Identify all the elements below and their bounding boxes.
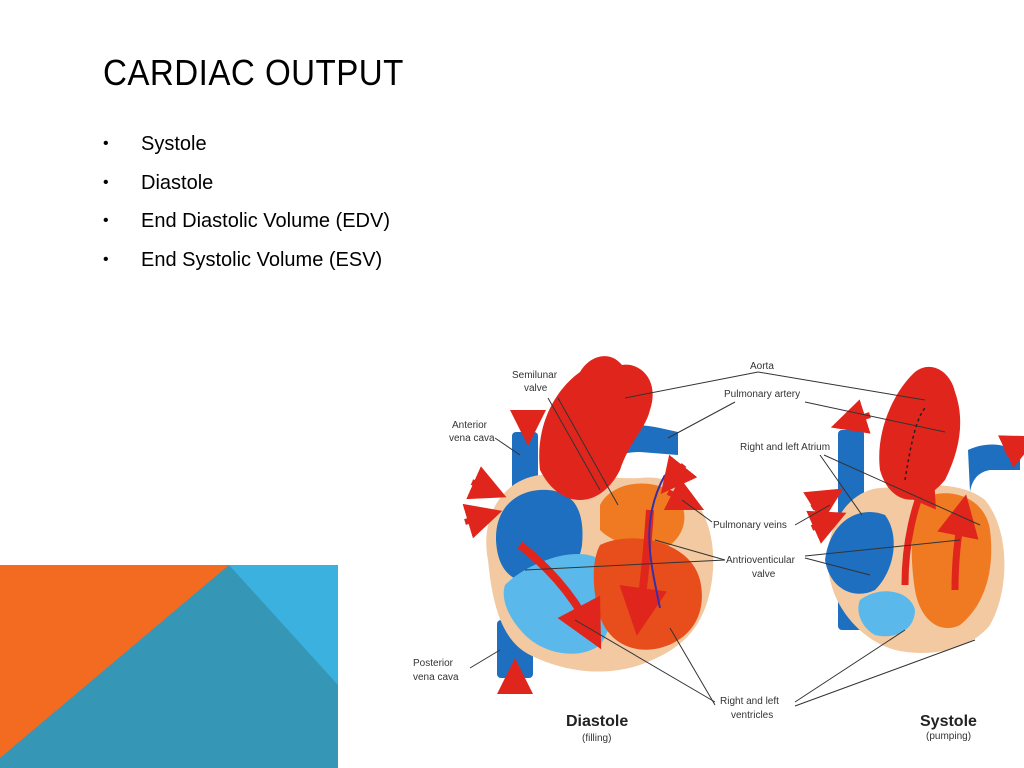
label-aorta: Aorta <box>750 361 774 372</box>
bullet-glyph: • <box>103 135 109 152</box>
left-atrium-chamber <box>600 483 685 550</box>
label-ventricles-2: ventricles <box>731 710 773 721</box>
flow-line-blue <box>648 474 666 609</box>
label-atrium: Right and left Atrium <box>740 442 830 453</box>
leader-pulmonary-left <box>667 401 736 439</box>
systole-arrow-out-1 <box>830 399 871 434</box>
label-pulmonary-artery: Pulmonary artery <box>724 389 800 400</box>
inflow-arrow-5 <box>660 454 698 495</box>
inflow-arrow-6 <box>663 477 705 511</box>
bullet-list: • Systole • Diastole • End Diastolic Volume… <box>103 128 390 282</box>
label-posterior-2: vena cava <box>413 672 459 683</box>
aorta-vessel <box>539 356 653 500</box>
label-diastole: Diastole <box>566 713 628 730</box>
bullet-glyph: • <box>103 212 109 229</box>
leader-aorta-right <box>757 371 926 401</box>
leader-posterior <box>469 649 501 669</box>
label-ventricles-1: Right and left <box>720 696 779 707</box>
leader-semilunar-1 <box>547 397 601 491</box>
label-anterior-2: vena cava <box>449 433 495 444</box>
heart-diagram: Aorta Semilunar valve Pulmonary artery A… <box>413 356 1024 744</box>
bullet-item: • End Systolic Volume (ESV) <box>103 244 390 283</box>
label-semilunar-2: valve <box>524 383 548 394</box>
inflow-arrow-2 <box>462 503 503 539</box>
corner-decoration <box>0 565 338 768</box>
bullet-glyph: • <box>103 173 109 191</box>
label-anterior-1: Anterior <box>452 420 488 431</box>
leader-av-4 <box>804 539 961 557</box>
label-av-1: Antrioventicular <box>726 555 796 566</box>
leader-aorta-left <box>624 371 759 399</box>
leader-pveins-right <box>794 504 831 526</box>
leader-av-2 <box>654 539 726 561</box>
leader-pveins-left <box>681 499 713 523</box>
systole-right-ventricle <box>858 591 915 637</box>
leader-vent-3 <box>794 629 906 703</box>
label-systole-sub: (pumping) <box>926 731 971 742</box>
bullet-text-esv: End Systolic Volume (ESV) <box>141 248 383 271</box>
label-posterior-1: Posterior <box>413 658 454 669</box>
leader-av-1 <box>524 559 726 571</box>
slide-title: CARDIAC OUTPUT <box>103 52 404 93</box>
label-semilunar-1: Semilunar <box>512 370 558 381</box>
leader-lines <box>469 371 981 707</box>
leader-atrium-2 <box>823 454 981 526</box>
systole-arrow-up-2 <box>937 494 979 591</box>
diastole-heart <box>462 356 714 694</box>
leader-semilunar-2 <box>557 397 619 506</box>
leader-pulmonary-right <box>804 401 946 433</box>
bullet-item: • End Diastolic Volume (EDV) <box>103 205 390 244</box>
label-pulmonary-veins: Pulmonary veins <box>713 520 787 531</box>
bullet-glyph: • <box>103 250 109 268</box>
systole-inflow-arrow-2 <box>806 510 847 544</box>
leader-atrium-1 <box>819 454 863 516</box>
leader-anterior <box>494 437 521 456</box>
corner-orange-shape <box>0 565 229 758</box>
systole-inflow-arrow-1 <box>803 488 844 523</box>
bullet-item: • Systole <box>103 128 390 167</box>
bullet-text-edv: End Diastolic Volume (EDV) <box>141 210 390 232</box>
label-diastole-sub: (filling) <box>582 733 611 744</box>
systole-arrow-up-1 <box>897 462 936 586</box>
leader-vent-2 <box>669 627 716 706</box>
leader-av-3 <box>804 557 871 576</box>
corner-blue-shape <box>229 565 338 685</box>
flow-arrow-right <box>517 541 602 650</box>
systole-arrow-out-2 <box>998 435 1024 468</box>
label-av-2: valve <box>752 569 776 580</box>
bullet-item: • Diastole <box>103 167 390 206</box>
inflow-arrow-1 <box>466 466 507 500</box>
leader-vent-4 <box>794 639 976 707</box>
label-systole: Systole <box>920 713 977 730</box>
systole-heart <box>803 366 1024 653</box>
bullet-text-systole: Systole <box>141 133 207 155</box>
systole-dotted-path <box>904 407 926 481</box>
leader-vent-1 <box>574 619 716 703</box>
systole-aorta-vessel <box>879 366 961 500</box>
bullet-text-diastole: Diastole <box>141 171 214 194</box>
